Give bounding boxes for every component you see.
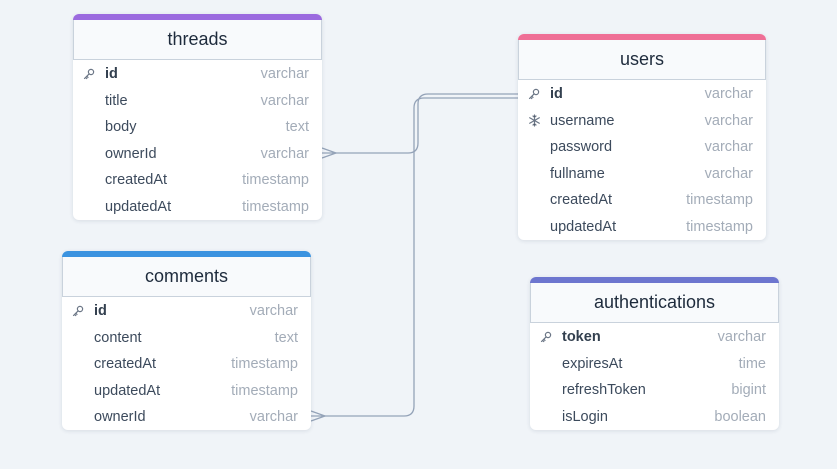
crowfoot-many-threads-ownerid	[321, 147, 338, 159]
relationship-line-threads-users[interactable]	[310, 93, 518, 154]
column-name: createdAt	[105, 172, 168, 189]
column-name: body	[105, 119, 137, 136]
primary-key-icon	[81, 68, 97, 80]
column-type: text	[274, 329, 298, 346]
primary-key-icon	[526, 88, 542, 100]
users-table[interactable]: users id varchar username varchar password var…	[518, 34, 766, 240]
column-type: text	[285, 119, 309, 136]
column-type: timestamp	[686, 192, 753, 209]
comments-table[interactable]: comments id varchar content text createdAt tim…	[62, 251, 311, 430]
column-name: createdAt	[550, 192, 613, 209]
column-type: varchar	[260, 92, 309, 109]
threads-column-row[interactable]: id varchar	[73, 61, 322, 88]
authentications-table-accent	[530, 277, 779, 283]
unique-snowflake-icon	[526, 114, 542, 127]
column-name: content	[94, 329, 142, 346]
column-name: title	[105, 92, 128, 109]
threads-column-row[interactable]: ownerId varchar	[73, 141, 322, 168]
relationship-line-comments-users[interactable]	[298, 97, 518, 417]
authentications-table[interactable]: authentications token varchar expiresAt time…	[530, 277, 779, 430]
column-name: isLogin	[562, 408, 608, 425]
users-column-row[interactable]: updatedAt timestamp	[518, 214, 766, 241]
primary-key-icon	[70, 305, 86, 317]
column-name: ownerId	[94, 409, 146, 426]
authentications-column-row[interactable]: isLogin boolean	[530, 404, 779, 431]
threads-table[interactable]: threads id varchar title varchar body text owne…	[73, 14, 322, 220]
threads-column-list: id varchar title varchar body text ownerId varc…	[73, 60, 322, 220]
crowfoot-many-comments-ownerid	[310, 410, 327, 422]
column-type: timestamp	[686, 218, 753, 235]
column-type: timestamp	[242, 198, 309, 215]
threads-column-row[interactable]: body text	[73, 114, 322, 141]
column-type: varchar	[260, 145, 309, 162]
column-type: timestamp	[231, 356, 298, 373]
column-name: username	[550, 112, 615, 129]
threads-table-title[interactable]: threads	[73, 20, 322, 60]
column-name: id	[105, 66, 118, 83]
column-name: id	[550, 86, 563, 103]
column-type: timestamp	[242, 172, 309, 189]
users-table-title[interactable]: users	[518, 40, 766, 80]
comments-column-row[interactable]: id varchar	[62, 298, 311, 325]
column-type: varchar	[704, 86, 753, 103]
comments-table-title[interactable]: comments	[62, 257, 311, 297]
authentications-column-row[interactable]: token varchar	[530, 324, 779, 351]
column-name: expiresAt	[562, 355, 623, 372]
users-table-accent	[518, 34, 766, 40]
column-type: boolean	[714, 408, 766, 425]
column-type: varchar	[249, 409, 298, 426]
column-name: refreshToken	[562, 382, 646, 399]
comments-column-row[interactable]: createdAt timestamp	[62, 351, 311, 378]
authentications-column-list: token varchar expiresAt time refreshToken big…	[530, 323, 779, 430]
column-name: updatedAt	[105, 198, 172, 215]
comments-table-accent	[62, 251, 311, 257]
column-name: updatedAt	[550, 218, 617, 235]
users-column-row[interactable]: fullname varchar	[518, 161, 766, 188]
column-name: token	[562, 329, 601, 346]
threads-table-accent	[73, 14, 322, 20]
column-type: varchar	[704, 112, 753, 129]
comments-column-row[interactable]: content text	[62, 325, 311, 352]
column-type: time	[738, 355, 766, 372]
threads-column-row[interactable]: createdAt timestamp	[73, 167, 322, 194]
column-name: fullname	[550, 165, 605, 182]
authentications-table-title[interactable]: authentications	[530, 283, 779, 323]
column-name: createdAt	[94, 356, 157, 373]
authentications-column-row[interactable]: refreshToken bigint	[530, 377, 779, 404]
primary-key-icon	[538, 331, 554, 343]
comments-column-row[interactable]: ownerId varchar	[62, 404, 311, 430]
users-column-row[interactable]: username varchar	[518, 108, 766, 135]
column-type: varchar	[717, 329, 766, 346]
column-name: updatedAt	[94, 382, 161, 399]
column-type: bigint	[731, 382, 766, 399]
users-column-row[interactable]: id varchar	[518, 81, 766, 108]
authentications-column-row[interactable]: expiresAt time	[530, 351, 779, 378]
threads-column-row[interactable]: updatedAt timestamp	[73, 194, 322, 221]
column-type: varchar	[704, 139, 753, 156]
column-name: id	[94, 303, 107, 320]
users-column-row[interactable]: password varchar	[518, 134, 766, 161]
threads-column-row[interactable]: title varchar	[73, 88, 322, 115]
column-type: varchar	[704, 165, 753, 182]
column-name: ownerId	[105, 145, 157, 162]
column-type: timestamp	[231, 382, 298, 399]
comments-column-row[interactable]: updatedAt timestamp	[62, 378, 311, 405]
column-type: varchar	[249, 303, 298, 320]
column-type: varchar	[260, 66, 309, 83]
users-column-row[interactable]: createdAt timestamp	[518, 187, 766, 214]
column-name: password	[550, 139, 613, 156]
